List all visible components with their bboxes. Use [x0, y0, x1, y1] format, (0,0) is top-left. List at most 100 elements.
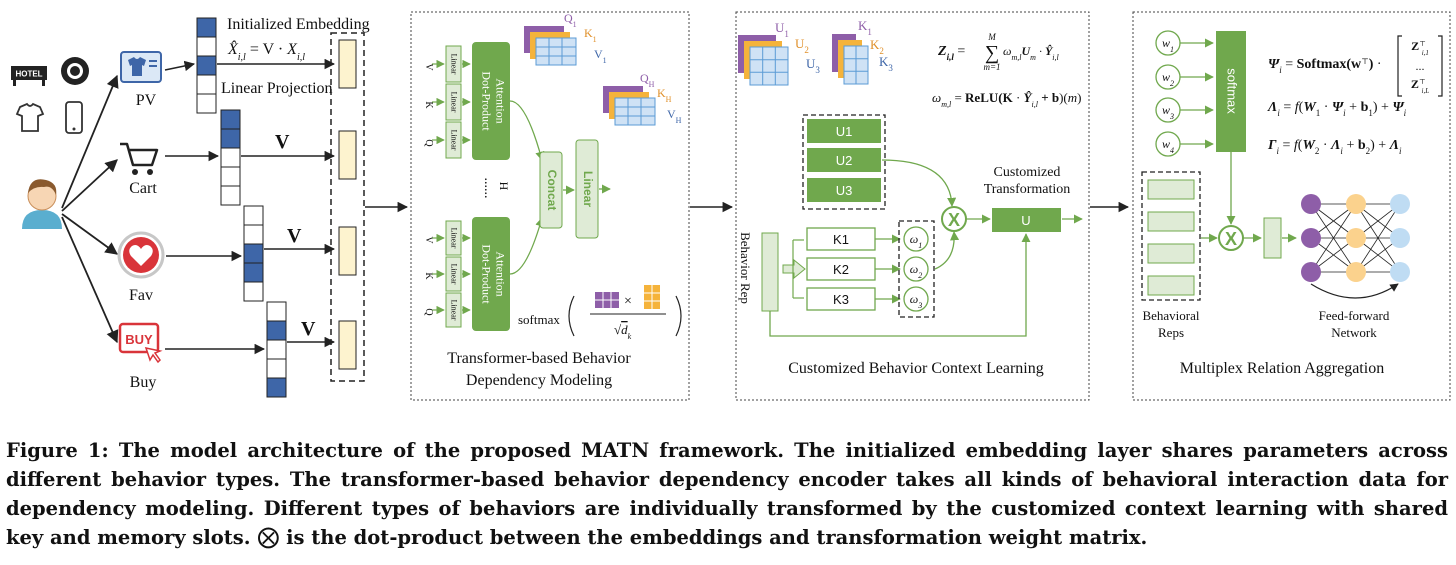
- transformer-panel-title-line1: Transformer-based Behavior: [447, 350, 631, 367]
- shopping-cart-icon: [120, 142, 159, 175]
- customized-transformation-label-line1: Customized: [994, 165, 1061, 180]
- omega-weight-1: ω1: [903, 226, 929, 252]
- context-equation-z: Zi,l = M ∑ m=1 ωm,lUm · Ŷi,l: [937, 32, 1060, 72]
- svg-text:X: X: [1225, 229, 1237, 249]
- svg-text:Linear: Linear: [450, 264, 459, 285]
- aggregation-panel-title: Multiplex Relation Aggregation: [1180, 360, 1384, 377]
- weight-node-w1: w1: [1155, 30, 1181, 56]
- key-slot-k3: K3: [806, 287, 876, 311]
- context-panel: U1 U2 U3 K1 K2 K3 Zi,l = M ∑ m=1 ωm,lUm …: [735, 11, 1130, 401]
- svg-text:U: U: [1021, 213, 1030, 228]
- u2-label: U2: [795, 36, 809, 55]
- svg-text:U3: U3: [836, 183, 853, 198]
- behavior-rep-label: Behavior Rep: [738, 232, 753, 304]
- q1-label: Q1: [564, 11, 577, 29]
- tshirt-icon: [15, 102, 45, 132]
- omega-weight-3: ω3: [903, 286, 929, 312]
- svg-text:softmax: softmax: [518, 312, 560, 327]
- svg-text:Q: Q: [423, 139, 434, 147]
- k1-label: K1: [584, 26, 597, 44]
- qh-label: QH: [640, 71, 655, 89]
- linear-projection-label: Linear Projection: [221, 80, 333, 97]
- embedding-column-buy: [266, 301, 287, 398]
- svg-text:∑: ∑: [985, 42, 999, 64]
- aggregation-equation-lambda: Λi = f(W1 · Ψi + b1) + Ψi: [1267, 100, 1407, 118]
- headh-to-concat-arrow: [509, 217, 545, 275]
- weight-node-w2: w2: [1155, 64, 1181, 90]
- svg-text:Z⊤i,L: Z⊤i,L: [1411, 77, 1429, 95]
- user-to-cart-arrow: [61, 159, 118, 212]
- svg-text:Dot-Product: Dot-Product: [479, 71, 493, 131]
- projection-symbol-buy: V: [301, 318, 316, 340]
- context-panel-title: Customized Behavior Context Learning: [788, 360, 1044, 377]
- head1-to-concat-arrow: [509, 100, 545, 161]
- transformer-panel: V K Q Linear Linear Linear Dot-Product A…: [410, 11, 734, 401]
- residual-connection: [769, 233, 1031, 337]
- svg-text:U2: U2: [836, 153, 853, 168]
- behavioral-rep-2: [1147, 211, 1195, 232]
- user-avatar: [22, 179, 62, 229]
- behavior-rep-fat-arrow: [782, 258, 806, 280]
- smartphone-icon: [65, 101, 83, 134]
- behavioral-reps-label-line2: Reps: [1158, 325, 1184, 340]
- linear-layer-q: [445, 121, 462, 159]
- svg-text:Linear: Linear: [450, 92, 459, 113]
- kh-label: KH: [657, 86, 672, 104]
- attention-head-h: V K Q Linear Linear Linear Dot-Product A…: [423, 217, 510, 331]
- context-equation-omega: ωm,l = ReLU(K · Ŷi,l + b)(m): [932, 90, 1082, 109]
- qkv-matrices-head-h: [603, 86, 656, 126]
- svg-text:HOTEL: HOTEL: [15, 70, 42, 79]
- key-slot-k1: K1: [806, 227, 876, 251]
- svg-text:BUY: BUY: [125, 332, 153, 347]
- svg-text:m=1: m=1: [983, 62, 1000, 72]
- matn-architecture-diagram: HOTEL PV Ca: [11, 11, 1451, 401]
- projected-embedding-cart: [338, 130, 357, 180]
- behavior-label-fav: Fav: [129, 287, 153, 304]
- svg-text:K1: K1: [833, 232, 849, 247]
- query-matrix-icon: [595, 292, 619, 308]
- aggregation-panel: w1 w2 w3 w4 softmax Ψi = Softmax(w⊤) · Z…: [1132, 11, 1451, 401]
- behavioral-reps-group: [1141, 171, 1201, 301]
- sqrt-dk: √dk: [614, 322, 632, 341]
- svg-text:K: K: [423, 272, 434, 280]
- otimes-symbol: ⨂: [257, 525, 280, 550]
- memory-slots-group: [802, 114, 886, 210]
- svg-text:X: X: [948, 210, 960, 230]
- aggregation-equation-psi: Ψi = Softmax(w⊤) · Z⊤i,1 ... Z⊤i,L: [1268, 35, 1443, 97]
- embedding-equation: X̂i,l = V · Xi,l: [227, 39, 305, 62]
- feed-forward-network: [1301, 194, 1410, 299]
- initialized-embedding-label: Initialized Embedding: [227, 16, 370, 33]
- projected-embedding-pv: [338, 39, 357, 89]
- weight-node-w3: w3: [1155, 97, 1181, 123]
- embedding-column-cart: [220, 109, 241, 206]
- v1-label: V1: [594, 47, 607, 65]
- caption-text-part2: is the dot-product between the embedding…: [286, 526, 1148, 549]
- u3-label: U3: [806, 56, 820, 75]
- svg-text:K: K: [423, 101, 434, 109]
- svg-text:K2: K2: [833, 262, 849, 277]
- key-slot-k2: K2: [806, 257, 876, 281]
- key-matrix-icon: [644, 285, 660, 309]
- linear-layer-v: [445, 45, 462, 83]
- k3-cube-label: K3: [879, 54, 893, 73]
- customized-transformation-u: U: [992, 208, 1061, 232]
- key-slots-k-cubes: [832, 34, 869, 85]
- projected-embedding-buy: [338, 320, 357, 370]
- hotel-icon: HOTEL: [11, 66, 47, 86]
- behavioral-rep-3: [1147, 243, 1195, 264]
- memory-slot-u2: U2: [807, 148, 881, 172]
- heads-ellipsis: ......: [481, 178, 496, 199]
- svg-text:Q: Q: [423, 308, 434, 316]
- behavioral-reps-label-line1: Behavioral: [1142, 308, 1199, 323]
- embedding-column-pv: [196, 17, 217, 114]
- user-to-buy-arrow: [61, 216, 119, 344]
- caption-text-part1: Figure 1: The model architecture of the …: [6, 439, 1448, 549]
- user-to-pv-arrow: [61, 74, 119, 209]
- memory-slot-u1: U1: [807, 119, 881, 143]
- svg-text:Concat: Concat: [545, 170, 559, 211]
- multiply-node-context: X: [941, 206, 967, 232]
- svg-text:Ψi = Softmax(w⊤) ·: Ψi = Softmax(w⊤) ·: [1268, 57, 1382, 76]
- memory-slot-u3: U3: [807, 178, 881, 202]
- svg-text:M: M: [987, 32, 996, 42]
- aggregated-representation: [1263, 217, 1282, 259]
